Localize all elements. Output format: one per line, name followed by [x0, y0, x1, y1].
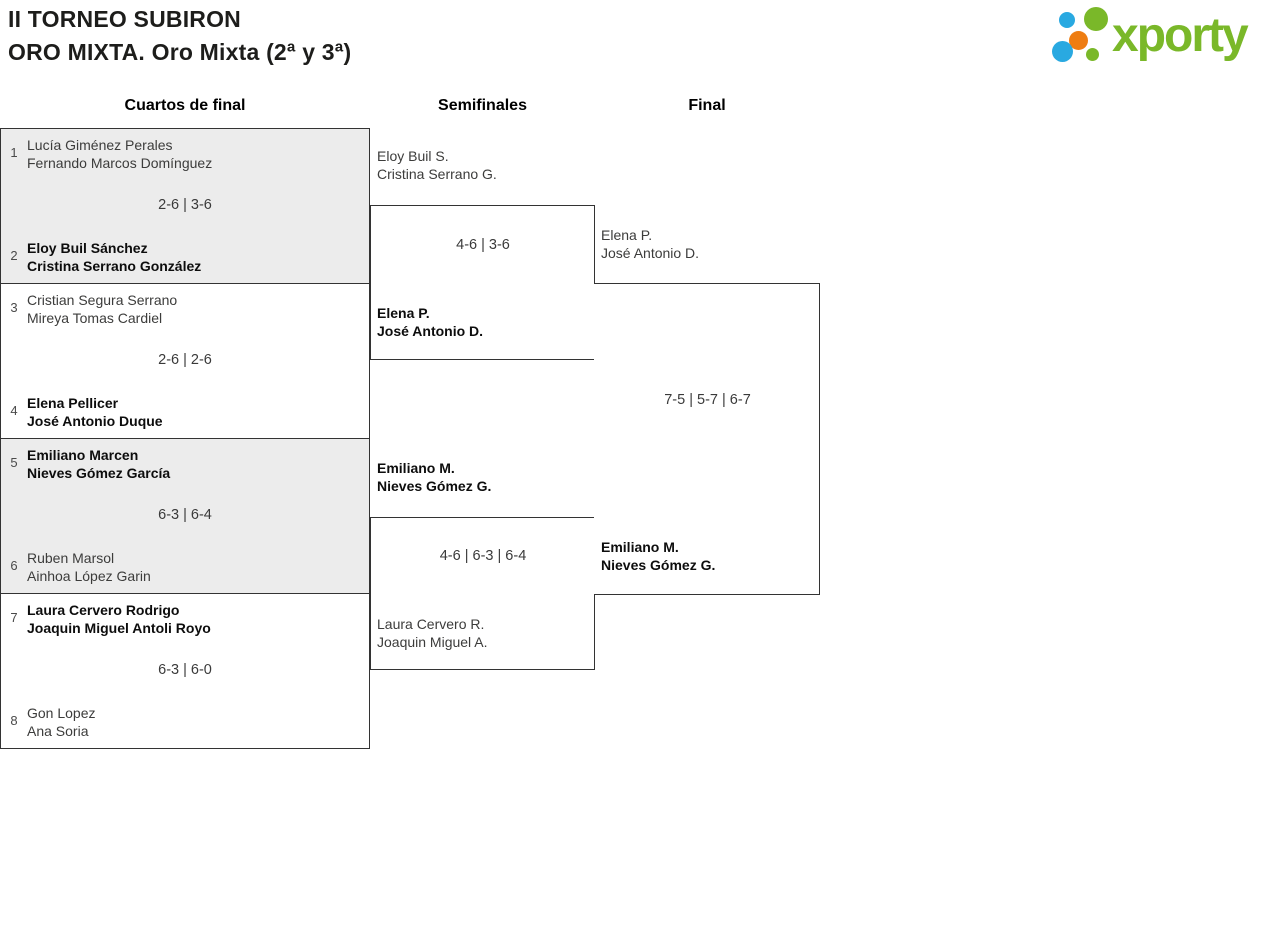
player-name: Cristina Serrano González — [27, 258, 202, 274]
player-name: Eloy Buil Sánchez — [27, 240, 148, 256]
sf2-team-bottom: Laura Cervero R. Joaquin Miguel A. — [377, 615, 488, 651]
player-name: Nieves Gómez G. — [601, 557, 716, 573]
logo-wordmark: xporty — [1112, 9, 1249, 62]
player-name: Emiliano M. — [601, 539, 679, 555]
player-name: Elena P. — [377, 305, 430, 321]
seed-number: 5 — [10, 455, 18, 470]
player-name: Eloy Buil S. — [377, 148, 449, 164]
match-box-sf2[interactable] — [370, 517, 595, 670]
team-names: Lucía Giménez Perales Fernando Marcos Do… — [27, 136, 212, 172]
player-name: Joaquin Miguel Antoli Royo — [27, 620, 211, 636]
tournament-title-line1: II TORNEO SUBIRON — [8, 6, 241, 32]
logo-dot-green-large-icon — [1084, 7, 1108, 31]
player-name: Elena P. — [601, 227, 653, 243]
sf1-team-top: Eloy Buil S. Cristina Serrano G. — [377, 147, 497, 183]
match-score: 2-6 | 3-6 — [158, 197, 212, 213]
match-box-qf2[interactable]: 3 Cristian Segura Serrano Mireya Tomas C… — [0, 283, 370, 439]
logo-dot-green-small-icon — [1086, 48, 1099, 61]
logo-dot-orange-icon — [1069, 31, 1088, 50]
sf1-match-score: 4-6 | 3-6 — [456, 237, 510, 253]
player-name: José Antonio D. — [377, 323, 484, 339]
logo-dot-blue-large-icon — [1052, 41, 1073, 62]
player-name: José Antonio D. — [601, 245, 700, 261]
team-names: Elena Pellicer José Antonio Duque — [27, 394, 163, 430]
match-box-qf4[interactable]: 7 Laura Cervero Rodrigo Joaquin Miguel A… — [0, 593, 370, 749]
team-names: Gon Lopez Ana Soria — [27, 704, 96, 740]
column-header-cuartos-de-final: Cuartos de final — [124, 97, 246, 114]
team-names: Laura Cervero Rodrigo Joaquin Miguel Ant… — [27, 601, 211, 637]
sf2-team-top: Emiliano M. Nieves Gómez G. — [377, 459, 491, 495]
player-name: Emiliano M. — [377, 460, 455, 476]
player-name: José Antonio Duque — [27, 413, 163, 429]
player-name: Ainhoa López Garin — [27, 568, 151, 584]
player-name: Cristina Serrano G. — [377, 166, 497, 182]
player-name: Elena Pellicer — [27, 395, 119, 411]
seed-number: 2 — [10, 248, 18, 263]
sf1-team-bottom: Elena P. José Antonio D. — [377, 304, 483, 340]
match-score: 6-3 | 6-0 — [158, 662, 212, 678]
player-name: Cristian Segura Serrano — [27, 292, 178, 308]
player-name: Ana Soria — [27, 723, 89, 739]
seed-number: 7 — [10, 610, 18, 625]
final-match-score: 7-5 | 5-7 | 6-7 — [664, 392, 751, 408]
player-name: Nieves Gómez G. — [377, 478, 492, 494]
player-name: Mireya Tomas Cardiel — [27, 310, 163, 326]
player-name: Fernando Marcos Domínguez — [27, 155, 213, 171]
team-names: Emiliano Marcen Nieves Gómez García — [27, 446, 170, 482]
player-name: Laura Cervero Rodrigo — [27, 602, 180, 618]
xporty-logo[interactable]: xporty — [1045, 0, 1280, 75]
tournament-title: II TORNEO SUBIRON ORO MIXTA. Oro Mixta (… — [8, 3, 351, 69]
tournament-title-line2: ORO MIXTA. Oro Mixta (2ª y 3ª) — [8, 39, 352, 65]
match-score: 6-3 | 6-4 — [158, 507, 212, 523]
seed-number: 8 — [10, 713, 18, 728]
player-name: Nieves Gómez García — [27, 465, 171, 481]
team-names: Ruben Marsol Ainhoa López Garin — [27, 549, 151, 585]
player-name: Emiliano Marcen — [27, 447, 139, 463]
match-score: 2-6 | 2-6 — [158, 352, 212, 368]
match-box-qf3[interactable]: 5 Emiliano Marcen Nieves Gómez García 6-… — [0, 438, 370, 594]
player-name: Gon Lopez — [27, 705, 96, 721]
seed-number: 6 — [10, 558, 18, 573]
player-name: Joaquin Miguel A. — [377, 634, 488, 650]
match-box-final[interactable] — [594, 283, 820, 595]
final-team-top: Elena P. José Antonio D. — [601, 226, 699, 262]
column-header-semifinales: Semifinales — [438, 97, 527, 114]
seed-number: 3 — [10, 300, 18, 315]
player-name: Laura Cervero R. — [377, 616, 485, 632]
match-box-qf1[interactable]: 1 Lucía Giménez Perales Fernando Marcos … — [0, 128, 370, 284]
sf2-match-score: 4-6 | 6-3 | 6-4 — [439, 548, 527, 564]
column-header-final: Final — [688, 97, 726, 114]
seed-number: 4 — [10, 403, 18, 418]
seed-number: 1 — [10, 145, 18, 160]
match-box-sf1[interactable] — [370, 205, 595, 360]
logo-dot-blue-small-icon — [1059, 12, 1075, 28]
player-name: Lucía Giménez Perales — [27, 137, 173, 153]
team-names: Cristian Segura Serrano Mireya Tomas Car… — [27, 291, 177, 327]
final-team-bottom: Emiliano M. Nieves Gómez G. — [601, 538, 715, 574]
player-name: Ruben Marsol — [27, 550, 115, 566]
team-names: Eloy Buil Sánchez Cristina Serrano Gonzá… — [27, 239, 201, 275]
